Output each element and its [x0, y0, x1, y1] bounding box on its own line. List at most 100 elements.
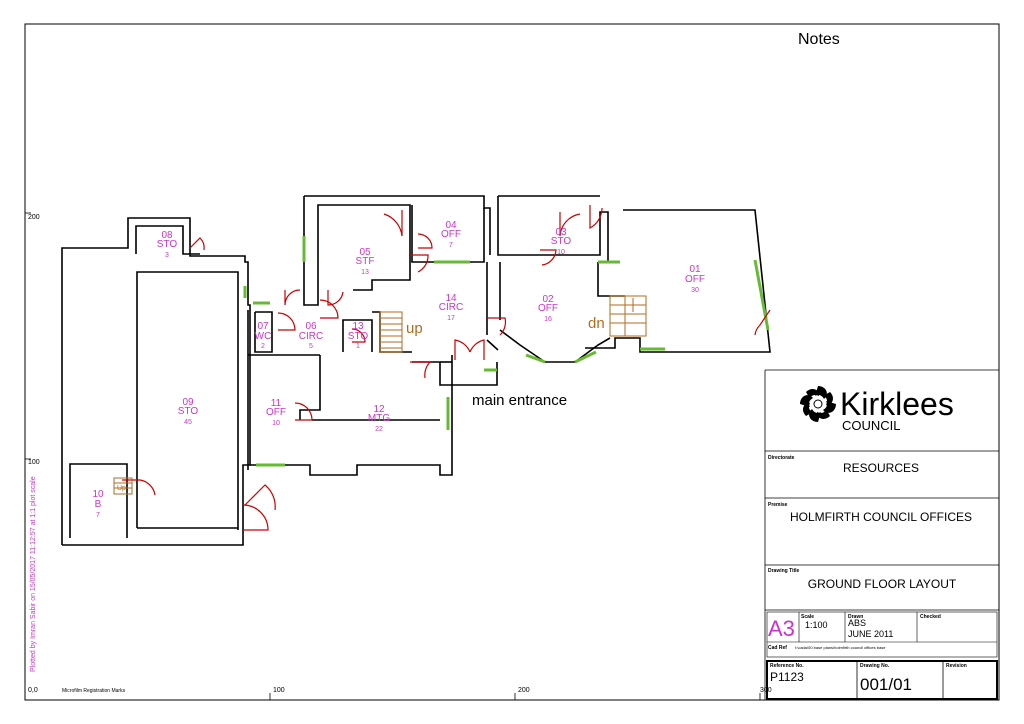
svg-text:STO: STO [157, 239, 178, 250]
svg-text:02: 02 [542, 294, 554, 305]
room-labels: 08 STO 3 05 STF 13 04 OFF 7 03 STO 10 01… [92, 220, 705, 519]
logo-council: COUNCIL [842, 418, 901, 433]
svg-text:1: 1 [356, 343, 360, 350]
stairs [113, 295, 647, 495]
svg-text:10: 10 [557, 249, 565, 256]
room-08-label: 08 STO 3 [157, 230, 178, 259]
room-11-label: 11 OFF 10 [266, 398, 286, 427]
axis-tick-300-bottom: 300 [760, 687, 772, 694]
svg-text:OFF: OFF [441, 229, 461, 240]
svg-text:08: 08 [161, 230, 173, 241]
svg-text:12: 12 [373, 404, 385, 415]
revision-label: Revision [946, 663, 967, 669]
svg-text:11: 11 [271, 398, 282, 409]
cad-ref-label: Cad Ref [768, 645, 787, 651]
room-09-label: 09 STO 45 [178, 397, 199, 426]
svg-text:STF: STF [356, 256, 375, 267]
svg-text:2: 2 [261, 343, 265, 350]
plot-note: Plotted by Imran Sabir on 15/05/2017 11:… [30, 476, 37, 672]
directorate-value: RESOURCES [843, 461, 919, 475]
svg-text:10: 10 [92, 489, 104, 500]
building-walls [61, 195, 771, 546]
room-04-label: 04 OFF 7 [441, 220, 461, 249]
svg-text:CIRC: CIRC [439, 302, 463, 313]
axis-tick-200-bottom: 200 [518, 687, 530, 694]
stair-up-label: up [406, 320, 423, 337]
premise-value: HOLMFIRTH COUNCIL OFFICES [790, 510, 972, 524]
scale-label: Scale [801, 614, 814, 620]
drawing-title-label: Drawing Title [768, 568, 800, 574]
svg-text:STO: STO [551, 236, 572, 247]
cad-ref-value: t:\cada\00 base plans\holmfirth council … [795, 645, 886, 650]
room-10-label: 10 B 7 [92, 489, 104, 519]
svg-text:MTG: MTG [368, 413, 390, 424]
kirklees-logo-mark-icon [800, 386, 836, 422]
title-block: Kirklees COUNCIL Directorate RESOURCES P… [764, 369, 999, 700]
svg-text:13: 13 [352, 321, 364, 332]
doors [122, 205, 771, 531]
svg-text:OFF: OFF [538, 303, 558, 314]
drawing-no-value: 001/01 [860, 675, 912, 694]
svg-text:01: 01 [689, 264, 701, 275]
room-06-label: 06 CIRC 5 [299, 321, 323, 350]
svg-text:07: 07 [257, 321, 269, 332]
room-13-label: 13 STO 1 [348, 321, 369, 350]
logo-wordmark: Kirklees [840, 386, 954, 422]
drawn-label: Drawn [848, 614, 863, 620]
svg-text:03: 03 [555, 227, 567, 238]
room-02-label: 02 OFF 16 [538, 294, 558, 323]
room-12-label: 12 MTG 22 [368, 404, 390, 433]
drawing-title-value: GROUND FLOOR LAYOUT [808, 577, 957, 591]
axis-tick-200-left: 200 [28, 214, 40, 221]
windows [243, 236, 770, 467]
svg-text:06: 06 [305, 321, 317, 332]
directorate-label: Directorate [768, 455, 795, 461]
drawn-value: ABS [848, 618, 866, 628]
svg-text:16: 16 [544, 316, 552, 323]
notes-title: Notes [798, 31, 840, 48]
svg-text:B: B [95, 499, 102, 510]
sheet-size: A3 [768, 616, 795, 641]
sheet-border [24, 23, 1000, 701]
room-07-label: 07 WC 2 [255, 321, 272, 350]
main-entrance-label: main entrance [472, 392, 567, 409]
svg-text:7: 7 [449, 242, 453, 249]
drawing-no-label: Drawing No. [860, 663, 890, 669]
scale-value: 1:100 [805, 620, 828, 630]
svg-text:09: 09 [182, 397, 194, 408]
svg-text:10: 10 [272, 420, 280, 427]
svg-text:3: 3 [165, 252, 169, 259]
svg-text:04: 04 [445, 220, 457, 231]
reference-label: Reference No. [770, 663, 804, 669]
svg-text:OFF: OFF [685, 274, 705, 285]
svg-text:STO: STO [178, 406, 199, 417]
room-05-label: 05 STF 13 [356, 247, 375, 276]
room-01-label: 01 OFF 30 [685, 264, 705, 294]
svg-text:5: 5 [309, 343, 313, 350]
axis-tick-100-left: 100 [28, 459, 40, 466]
svg-text:30: 30 [691, 287, 699, 294]
svg-text:CIRC: CIRC [299, 331, 323, 342]
svg-text:05: 05 [359, 247, 371, 258]
svg-text:17: 17 [447, 315, 455, 322]
stair-down-label: dn [588, 315, 605, 332]
room-03-label: 03 STO 10 [551, 227, 572, 256]
svg-text:WC: WC [255, 331, 272, 342]
svg-text:OFF: OFF [266, 407, 286, 418]
microfilm-marks: Microfilm Registration Marks [62, 688, 126, 694]
axis-tick-origin: 0,0 [28, 687, 38, 694]
stair-small-up-label: Up [117, 485, 126, 492]
premise-label: Premise [768, 502, 788, 508]
svg-text:14: 14 [445, 293, 457, 304]
checked-label: Checked [920, 614, 941, 620]
svg-text:13: 13 [361, 269, 369, 276]
svg-text:STO: STO [348, 331, 369, 342]
axis-tick-100-bottom: 100 [273, 687, 285, 694]
room-14-label: 14 CIRC 17 [439, 293, 463, 322]
svg-text:45: 45 [184, 419, 192, 426]
reference-value: P1123 [770, 670, 804, 684]
svg-text:7: 7 [96, 512, 100, 519]
svg-text:22: 22 [375, 426, 383, 433]
drawn-date: JUNE 2011 [848, 629, 893, 639]
